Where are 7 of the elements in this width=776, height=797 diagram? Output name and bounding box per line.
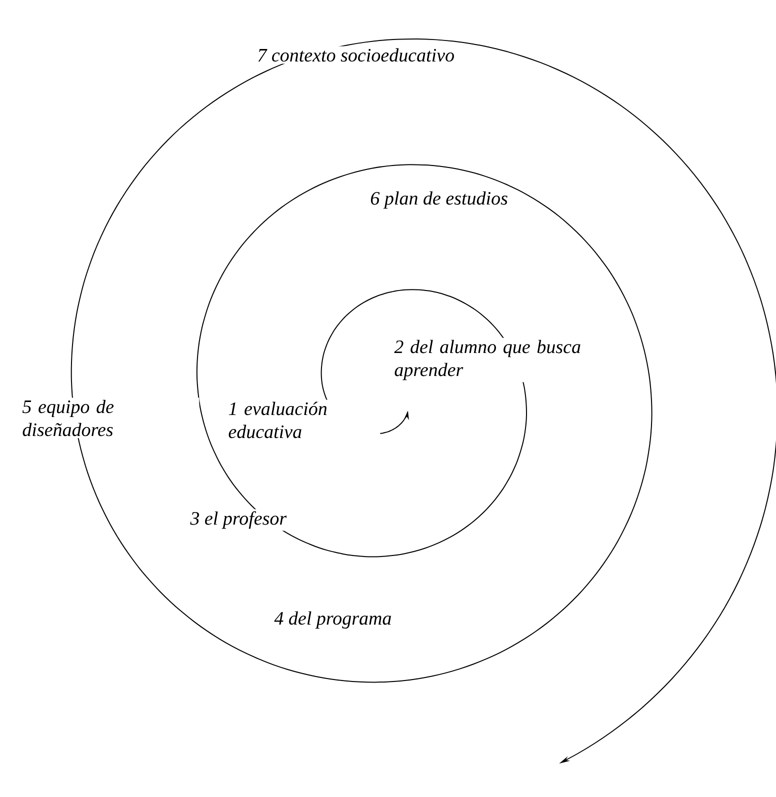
- spiral-label: 7 contexto socioeducativo: [255, 46, 457, 64]
- spiral-label: 4 del programa: [272, 609, 394, 631]
- spiral-label: 1 evaluación educativa: [226, 400, 380, 440]
- spiral-label: 3 el profesor: [188, 509, 289, 531]
- spiral-label: 2 del alumno que busca aprender: [392, 338, 596, 382]
- spiral-label: 5 equipo de diseñadores: [20, 398, 200, 438]
- spiral-label: 6 plan de estudios: [368, 189, 510, 211]
